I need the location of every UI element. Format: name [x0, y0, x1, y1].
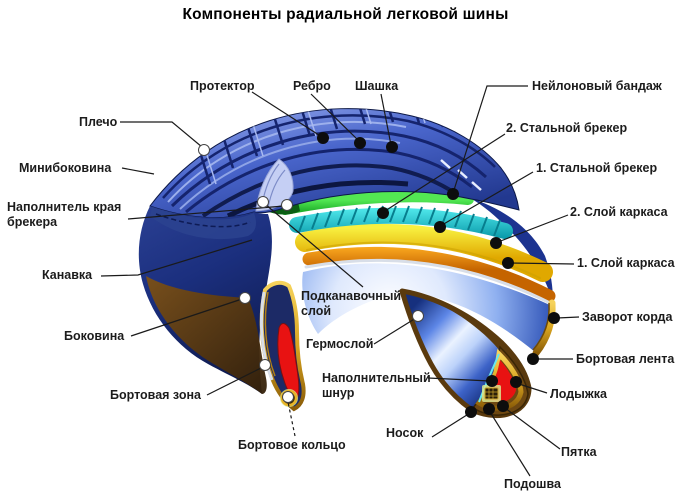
page-title: Компоненты радиальной легковой шины — [182, 6, 509, 23]
label-plecho: Плечо — [79, 115, 118, 129]
label-zona: Бортовая зона — [110, 388, 201, 402]
dot-nosok — [465, 406, 477, 418]
dot-koltso — [282, 391, 294, 403]
leader-nosok — [431, 412, 471, 438]
dot-zavorot — [548, 312, 560, 324]
leader-podkanav — [264, 203, 364, 288]
label-nosok: Носок — [386, 426, 424, 440]
label-rebro: Ребро — [293, 79, 331, 93]
nylon-band-green — [279, 190, 474, 215]
cord-turnup-rim — [532, 299, 556, 357]
label-shnur: Наполнительный шнур — [322, 371, 431, 400]
label-kanavka: Канавка — [42, 268, 93, 282]
tread — [149, 108, 520, 219]
leader-napolnitel — [127, 205, 285, 220]
label-germo: Гермослой — [306, 337, 374, 351]
leader-pyatka — [504, 407, 561, 450]
dot-shashka — [386, 141, 398, 153]
right-bead-core — [484, 387, 499, 400]
carcass-ply1-orange — [302, 246, 556, 303]
label-breker1: 1. Стальной брекер — [536, 161, 658, 175]
dot-plecho — [198, 144, 210, 156]
dot-podkanav — [257, 196, 269, 208]
label-karkas2: 2. Слой каркаса — [570, 205, 668, 219]
left-bead-section — [259, 280, 306, 412]
inner-liner-surface — [302, 263, 553, 352]
right-shoulder — [470, 198, 553, 302]
leader-neilon — [453, 85, 528, 191]
leader-lines — [100, 85, 580, 477]
label-shashka: Шашка — [355, 79, 399, 93]
leader-protektor — [251, 91, 323, 138]
label-podoshva: Подошва — [504, 477, 561, 491]
belt-hatch — [298, 205, 501, 237]
dot-karkas2 — [490, 237, 502, 249]
dot-neilon — [447, 188, 459, 200]
label-napolnitel: Наполнитель края брекера — [7, 200, 122, 229]
leader-rebro — [310, 93, 360, 142]
label-protektor: Протектор — [190, 79, 255, 93]
leader-karkas1 — [509, 262, 575, 265]
leader-zona — [206, 366, 264, 396]
leader-plecho — [120, 121, 203, 148]
label-karkas1: 1. Слой каркаса — [577, 256, 675, 270]
dot-karkas1 — [502, 257, 514, 269]
leader-karkas2 — [497, 214, 569, 243]
dot-lenta — [527, 353, 539, 365]
leader-breker1 — [441, 171, 534, 226]
liner-silver-line — [304, 258, 554, 306]
label-koltso: Бортовое кольцо — [238, 438, 346, 452]
label-podkanav: Подканавочный слой — [301, 289, 402, 318]
leader-shnur — [427, 377, 491, 382]
dot-podoshva — [483, 403, 495, 415]
carcass-ply2-yellow — [295, 223, 553, 282]
leader-shashka — [380, 93, 392, 146]
left-bead-filler-red — [277, 323, 300, 399]
dot-rebro — [354, 137, 366, 149]
leader-breker2 — [384, 133, 506, 212]
leader-germo — [373, 317, 417, 345]
dot-breker2 — [377, 207, 389, 219]
leader-podoshva — [489, 411, 531, 477]
leader-minibok — [121, 167, 155, 175]
dot-lodyzhka — [510, 376, 522, 388]
leader-zavorot — [556, 316, 580, 319]
dot-germo — [412, 310, 424, 322]
dot-breker1 — [434, 221, 446, 233]
label-lodyzhka: Лодыжка — [550, 387, 607, 401]
dot-napolnitel — [281, 199, 293, 211]
cutaway-layers — [279, 190, 556, 306]
steel-belts-cyan — [289, 207, 513, 239]
label-pyatka: Пятка — [561, 445, 597, 459]
leader-lodyzhka — [518, 383, 548, 394]
leader-bokovina — [130, 298, 243, 337]
label-minibok: Минибоковина — [19, 161, 112, 175]
leader-kanavka — [100, 239, 253, 277]
sidewall-brown-zone — [146, 276, 267, 394]
dot-zona — [259, 359, 271, 371]
label-lenta: Бортовая лента — [576, 352, 675, 366]
label-neilon: Нейлоновый бандаж — [532, 79, 662, 93]
label-bokovina: Боковина — [64, 329, 125, 343]
dot-shnur — [486, 375, 498, 387]
label-zavorot: Заворот корда — [582, 310, 673, 324]
dot-bokovina — [239, 292, 251, 304]
label-breker2: 2. Стальной брекер — [506, 121, 628, 135]
dot-protektor — [317, 132, 329, 144]
marker-dots — [198, 132, 560, 418]
dot-pyatka — [497, 400, 509, 412]
